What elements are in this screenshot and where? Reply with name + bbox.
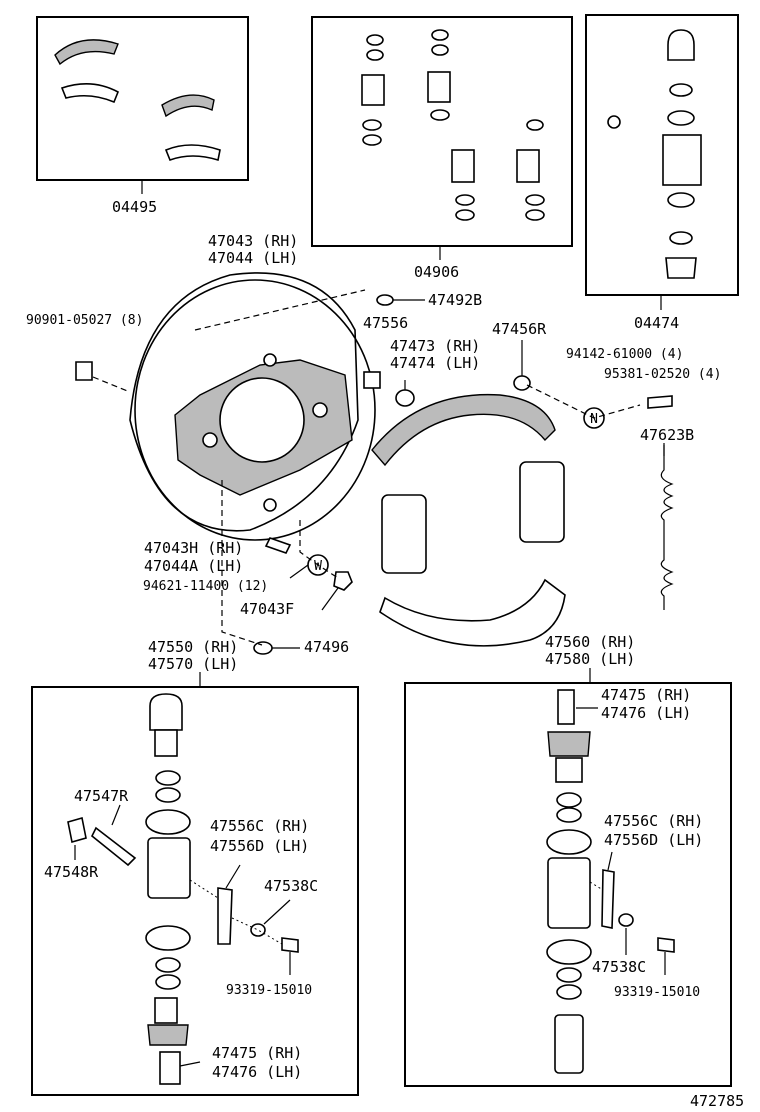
label-04906: 04906 (414, 263, 459, 281)
backing-plate (129, 272, 376, 541)
leader-94621 (289, 564, 309, 579)
label-47043f: 47043F (240, 600, 294, 618)
plug-47492b-icon (376, 294, 394, 306)
kit-box-04474 (585, 14, 739, 296)
adjuster-47473-icon (395, 389, 415, 407)
label-47473-rh: 47473 (RH) (390, 337, 480, 355)
leader-47475-l (179, 1061, 201, 1067)
cylinder-kit-icon (607, 29, 702, 279)
cylinder-box-right (404, 682, 732, 1087)
label-47560-rh: 47560 (RH) (545, 633, 635, 651)
stud-47043h-icon (264, 537, 292, 554)
label-04495: 04495 (112, 198, 157, 216)
nut-47043f-icon (333, 571, 353, 591)
label-47570-lh: 47570 (LH) (148, 655, 238, 673)
dash-plug-47496 (221, 480, 263, 646)
diagram-id: 472785 (690, 1092, 744, 1110)
label-47476-left: 47476 (LH) (212, 1063, 302, 1081)
leader-47556c-l (225, 864, 241, 889)
spring-47623b-icon (660, 445, 674, 610)
label-93319-left: 93319-15010 (226, 983, 312, 998)
dash-stud-w (299, 520, 339, 579)
leader-47043f (321, 587, 339, 611)
plug-47456r-icon (513, 375, 531, 391)
label-47580-lh: 47580 (LH) (545, 650, 635, 668)
callout-n: N (590, 412, 598, 427)
dash-bolt-90901 (92, 376, 131, 393)
callout-w: W (314, 559, 322, 574)
cylinder-box-left (31, 686, 359, 1096)
dash-washer-n (526, 384, 641, 419)
label-47476-right: 47476 (LH) (601, 704, 691, 722)
label-47475-right: 47475 (RH) (601, 686, 691, 704)
label-47538c-right: 47538C (592, 958, 646, 976)
label-94142: 94142-61000 (4) (566, 347, 683, 362)
label-47550-rh: 47550 (RH) (148, 638, 238, 656)
label-47044a-lh: 47044A (LH) (144, 557, 243, 575)
leader-47556c-r (607, 851, 613, 871)
leader-47538c-l (263, 899, 291, 925)
plug-47496-icon (253, 641, 273, 655)
label-47044-lh: 47044 (LH) (208, 249, 298, 267)
kit-box-04906 (311, 16, 573, 247)
label-47043h-rh: 47043H (RH) (144, 539, 243, 557)
label-94621: 94621-11400 (12) (143, 579, 268, 594)
label-47556c-right: 47556C (RH) (604, 812, 703, 830)
label-47623b: 47623B (640, 426, 694, 444)
brake-shoe-icon (371, 393, 566, 647)
label-47547r: 47547R (74, 787, 129, 805)
label-47556d-right: 47556D (LH) (604, 831, 703, 849)
seal-kit-icon (361, 29, 545, 221)
label-47556d-left: 47556D (LH) (210, 837, 309, 855)
label-47548r: 47548R (44, 863, 99, 881)
leader-47547r (111, 804, 121, 826)
label-47043-rh: 47043 (RH) (208, 232, 298, 250)
label-47556: 47556 (363, 314, 408, 332)
label-47474-lh: 47474 (LH) (390, 354, 480, 372)
label-47496: 47496 (304, 638, 349, 656)
label-95381: 95381-02520 (4) (604, 367, 721, 382)
label-93319-right: 93319-15010 (614, 985, 700, 1000)
wheel-cylinder-icon (381, 461, 565, 574)
label-47456r: 47456R (492, 320, 547, 338)
bolt-95381-icon (647, 395, 673, 409)
label-47475-left: 47475 (RH) (212, 1044, 302, 1062)
bolt-90901-icon (75, 361, 93, 381)
brake-lining-icon (54, 39, 221, 162)
label-04474: 04474 (634, 314, 679, 332)
cylinder-right-parts (546, 689, 675, 1074)
label-90901: 90901-05027 (8) (26, 313, 143, 328)
clip-47556-icon (363, 371, 381, 389)
label-47556c-left: 47556C (RH) (210, 817, 309, 835)
label-47538c-left: 47538C (264, 877, 318, 895)
dash-plug-47492b (194, 289, 366, 331)
cylinder-left-parts (67, 693, 299, 1085)
label-47492b: 47492B (428, 291, 482, 309)
